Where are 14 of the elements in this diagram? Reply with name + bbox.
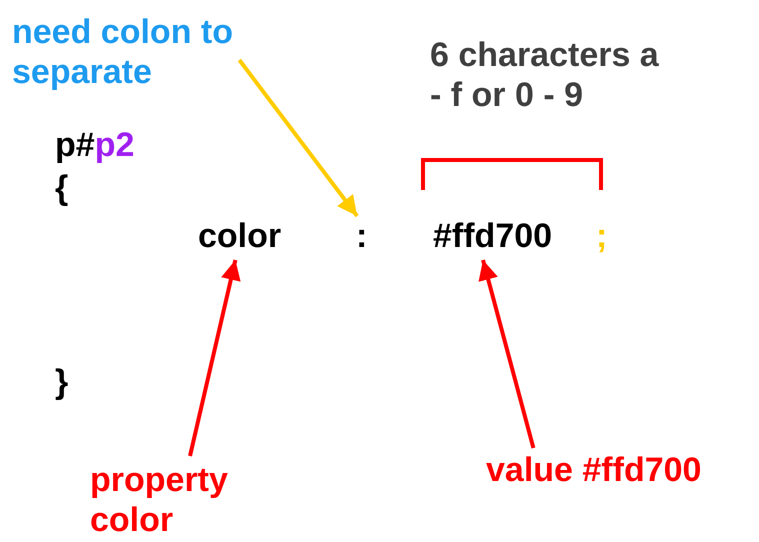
code-text: color xyxy=(198,216,282,256)
annotation-text: value #ffd700 xyxy=(486,450,702,490)
annotation-text: need colon to separate xyxy=(12,12,244,92)
annotation-text: property color xyxy=(90,460,290,540)
arrow xyxy=(238,58,359,218)
arrow xyxy=(188,260,241,456)
code-text: #ffd700 xyxy=(433,216,552,256)
brace: { xyxy=(55,168,68,208)
code-text: : xyxy=(356,216,368,256)
arrow xyxy=(478,259,536,449)
code-text: p#p2 xyxy=(55,125,134,165)
brace: } xyxy=(55,362,68,402)
annotation-text: 6 characters a - f or 0 - 9 xyxy=(430,35,660,115)
semicolon: ; xyxy=(596,216,608,256)
